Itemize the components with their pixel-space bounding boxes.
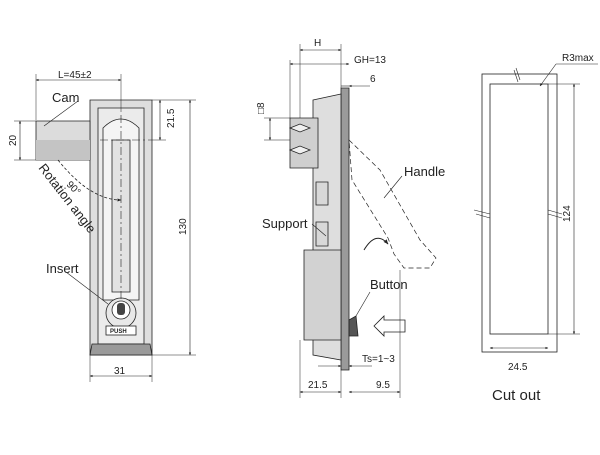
support-label: Support xyxy=(262,216,308,231)
side-panel-plate xyxy=(340,87,350,371)
cutout-height-text: 124 xyxy=(562,205,573,222)
dim-gh-text: GH=13 xyxy=(354,55,386,66)
handle-leader xyxy=(383,175,403,199)
cutout-width-text: 24.5 xyxy=(508,362,528,373)
button-leader xyxy=(355,291,371,317)
cutout-break-left xyxy=(473,209,491,219)
cam-leader xyxy=(43,100,79,127)
dim-right-depth-text: 9.5 xyxy=(376,380,390,391)
button-label: Button xyxy=(370,277,408,292)
cam-label: Cam xyxy=(52,90,79,105)
cutout-break-top xyxy=(513,67,521,83)
side-view xyxy=(264,44,437,398)
rotation-arc xyxy=(57,159,122,202)
handle-label: Handle xyxy=(404,164,445,179)
front-view xyxy=(14,74,196,382)
radius-leader xyxy=(539,63,557,87)
dim-h-text: H xyxy=(314,38,321,49)
insert-label: Insert xyxy=(46,261,79,276)
push-strip xyxy=(105,325,137,336)
side-support-bottom xyxy=(315,221,329,247)
side-support-top xyxy=(315,181,329,206)
handle-open-outline xyxy=(348,139,437,269)
cutout-break-right xyxy=(547,209,563,219)
dim-ts-text: Ts=1~3 xyxy=(362,354,395,365)
dim-offset-text: 6 xyxy=(370,74,376,85)
rotation-angle-label: Rotation angle xyxy=(36,161,99,236)
dim-top-offset-text: 21.5 xyxy=(166,108,177,128)
dim-length-text: L=45±2 xyxy=(58,70,92,81)
dim-left-depth-text: 21.5 xyxy=(308,380,328,391)
side-lower-housing xyxy=(303,249,342,341)
dim-width-text: 31 xyxy=(114,366,126,377)
side-cam-teeth xyxy=(288,123,312,155)
insert-slot xyxy=(117,303,125,315)
cutout-view xyxy=(473,63,598,353)
dim-cam-height-text: 20 xyxy=(8,134,19,146)
cutout-radius-text: R3max xyxy=(562,53,594,64)
dim-square-text: □8 xyxy=(256,102,267,114)
handle-rotation-arrow xyxy=(363,237,389,251)
side-button xyxy=(348,315,359,337)
front-bezel-bottom-shade xyxy=(89,343,153,356)
cut-out-caption: Cut out xyxy=(492,387,541,404)
support-leader xyxy=(311,223,327,237)
dim-height-text: 130 xyxy=(178,218,189,235)
cutout-opening xyxy=(489,83,549,335)
insert-leader xyxy=(65,271,109,305)
push-arrow xyxy=(373,315,406,337)
push-label: PUSH xyxy=(110,329,127,335)
cam-shade xyxy=(36,140,90,160)
